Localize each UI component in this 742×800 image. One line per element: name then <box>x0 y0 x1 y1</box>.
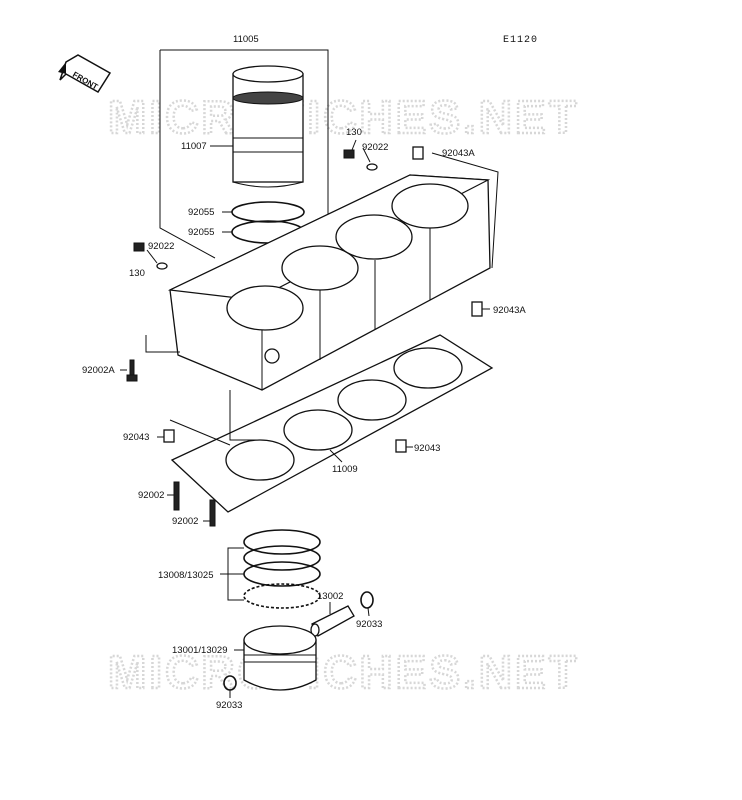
label-92002A: 92002A <box>82 365 115 376</box>
o-ring-upper <box>231 201 305 223</box>
label-92043-right: 92043 <box>414 443 440 454</box>
leader-lines <box>120 139 499 698</box>
label-92043A-lower: 92043A <box>493 305 526 316</box>
label-92033-left: 92033 <box>216 700 242 711</box>
washer-92022-lower-icon <box>156 262 168 270</box>
dowel-92043A-lower-icon <box>471 301 483 317</box>
label-11009: 11009 <box>332 464 358 475</box>
washer-92022-upper-icon <box>366 163 378 171</box>
piston-ring-set <box>243 529 321 609</box>
label-92055-lower: 92055 <box>188 227 214 238</box>
circlip-right <box>360 591 374 609</box>
label-11005: 11005 <box>233 34 259 45</box>
piston-pin <box>310 605 355 637</box>
dowel-92043-right-icon <box>395 439 407 453</box>
watermark-top: MICROFICHES.NET <box>108 91 580 143</box>
head-gasket <box>170 334 494 513</box>
label-13001-13029: 13001/13029 <box>172 645 227 656</box>
bolt-130-lower-icon <box>133 242 145 252</box>
front-arrow-icon: FRONT <box>58 54 112 94</box>
bolt-92002-b-icon <box>209 499 216 527</box>
label-130-upper: 130 <box>346 127 362 138</box>
label-92022-upper: 92022 <box>362 142 388 153</box>
dowel-92043-left-icon <box>163 429 175 443</box>
label-92043A-upper: 92043A <box>442 148 475 159</box>
bolt-92002-a-icon <box>173 481 180 511</box>
piston <box>243 625 317 691</box>
diagram-code: E1120 <box>503 35 538 46</box>
watermark-bottom: MICROFICHES.NET <box>108 646 580 698</box>
label-13008-13025: 13008/13025 <box>158 570 213 581</box>
label-11007: 11007 <box>181 141 207 152</box>
bracket-11005-left <box>159 50 216 259</box>
bolt-130-upper-icon <box>343 149 355 159</box>
label-92033-right: 92033 <box>356 619 382 630</box>
dowel-92043A-upper-icon <box>412 146 424 160</box>
bolt-92002A-icon <box>126 359 138 382</box>
label-92043-left: 92043 <box>123 432 149 443</box>
label-92022-lower: 92022 <box>148 241 174 252</box>
cylinder-block <box>167 174 491 391</box>
label-130-lower: 130 <box>129 268 145 279</box>
label-92002-b: 92002 <box>172 516 198 527</box>
cylinder-sleeve <box>232 65 304 188</box>
label-92055-upper: 92055 <box>188 207 214 218</box>
label-13002: 13002 <box>317 591 343 602</box>
label-92002-a: 92002 <box>138 490 164 501</box>
